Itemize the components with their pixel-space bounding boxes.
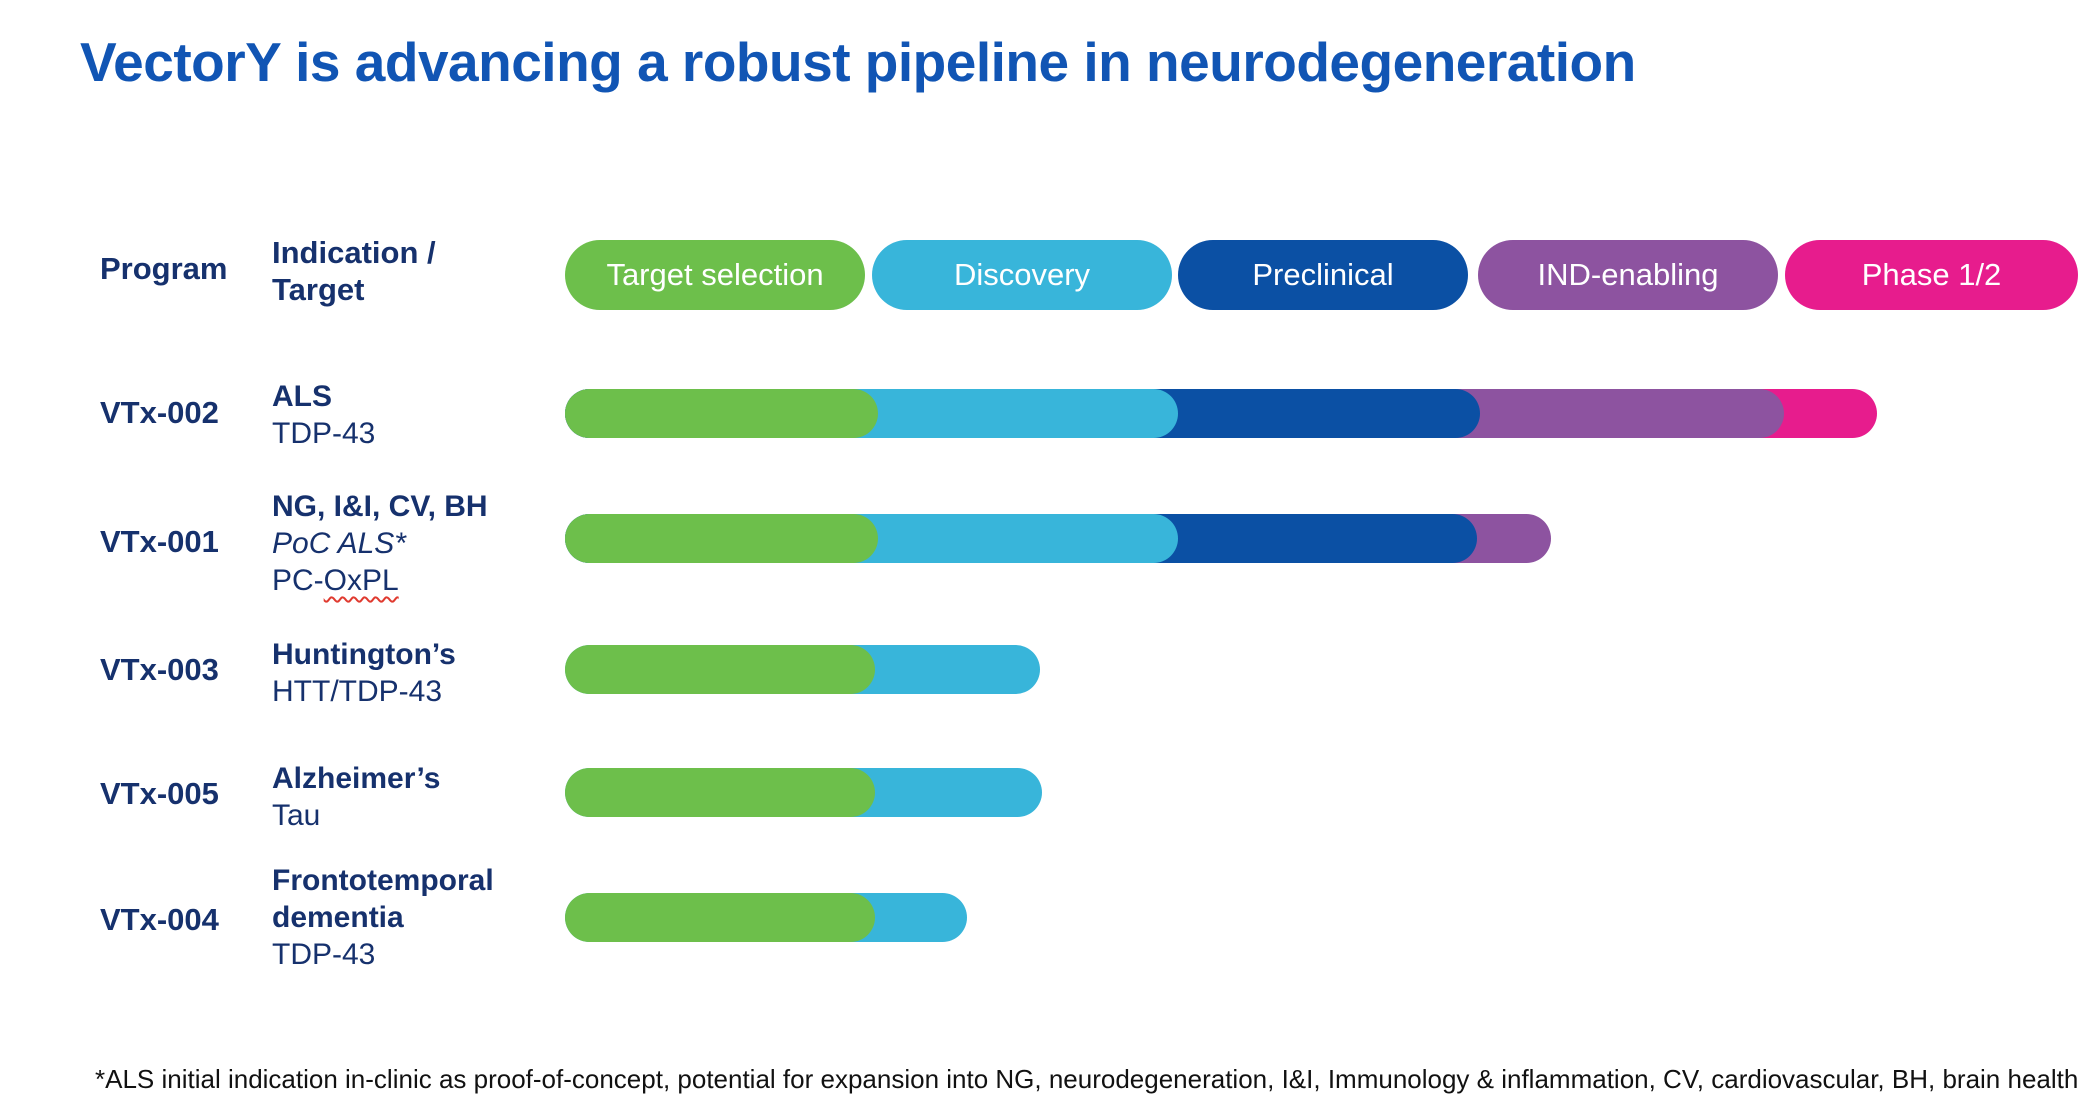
bar-segment-vtx-005-target-selection — [565, 768, 875, 817]
bar-segment-vtx-004-target-selection — [565, 893, 875, 942]
program-label-vtx-005: VTx-005 — [100, 776, 219, 811]
indication-text-wavy-underlined: OxPL — [323, 564, 399, 597]
indication-line: Tau — [272, 799, 321, 832]
footnote: *ALS initial indication in-clinic as pro… — [95, 1064, 2079, 1094]
indication-line: PoC ALS* — [272, 527, 406, 560]
bar-segment-vtx-001-target-selection — [565, 514, 878, 563]
indication-line: TDP-43 — [272, 417, 376, 450]
phase-pill-target-selection: Target selection — [565, 240, 865, 310]
bar-segment-vtx-003-target-selection — [565, 645, 875, 694]
indication-line: NG, I&I, CV, BH — [272, 490, 488, 523]
indication-line: dementia — [272, 901, 404, 934]
phase-pill-discovery: Discovery — [872, 240, 1172, 310]
program-label-vtx-003: VTx-003 — [100, 652, 219, 687]
indication-line: Huntington’s — [272, 638, 456, 671]
phase-pill-ind-enabling: IND-enabling — [1478, 240, 1778, 310]
indication-text: PC- — [272, 564, 324, 597]
indication-header-line1: Indication / — [272, 235, 436, 270]
indication-line: ALS — [272, 380, 332, 413]
program-label-vtx-004: VTx-004 — [100, 902, 219, 937]
indication-line: HTT/TDP-43 — [272, 675, 443, 708]
page-title: VectorY is advancing a robust pipeline i… — [80, 31, 1636, 93]
indication-line: TDP-43 — [272, 938, 376, 971]
bar-segment-vtx-002-target-selection — [565, 389, 878, 438]
program-label-vtx-002: VTx-002 — [100, 395, 219, 430]
indication-header-line2: Target — [272, 272, 365, 307]
indication-line: Alzheimer’s — [272, 762, 441, 795]
indication-block-vtx-002: ALS TDP-43 — [272, 378, 572, 452]
phase-pill-preclinical: Preclinical — [1178, 240, 1468, 310]
column-header-program: Program — [100, 251, 228, 286]
column-header-indication-target: Indication / Target — [272, 234, 436, 308]
phase-pill-phase-1-2: Phase 1/2 — [1785, 240, 2078, 310]
indication-line: Frontotemporal — [272, 864, 494, 897]
program-label-vtx-001: VTx-001 — [100, 524, 219, 559]
indication-line: PC-OxPL — [272, 562, 572, 599]
